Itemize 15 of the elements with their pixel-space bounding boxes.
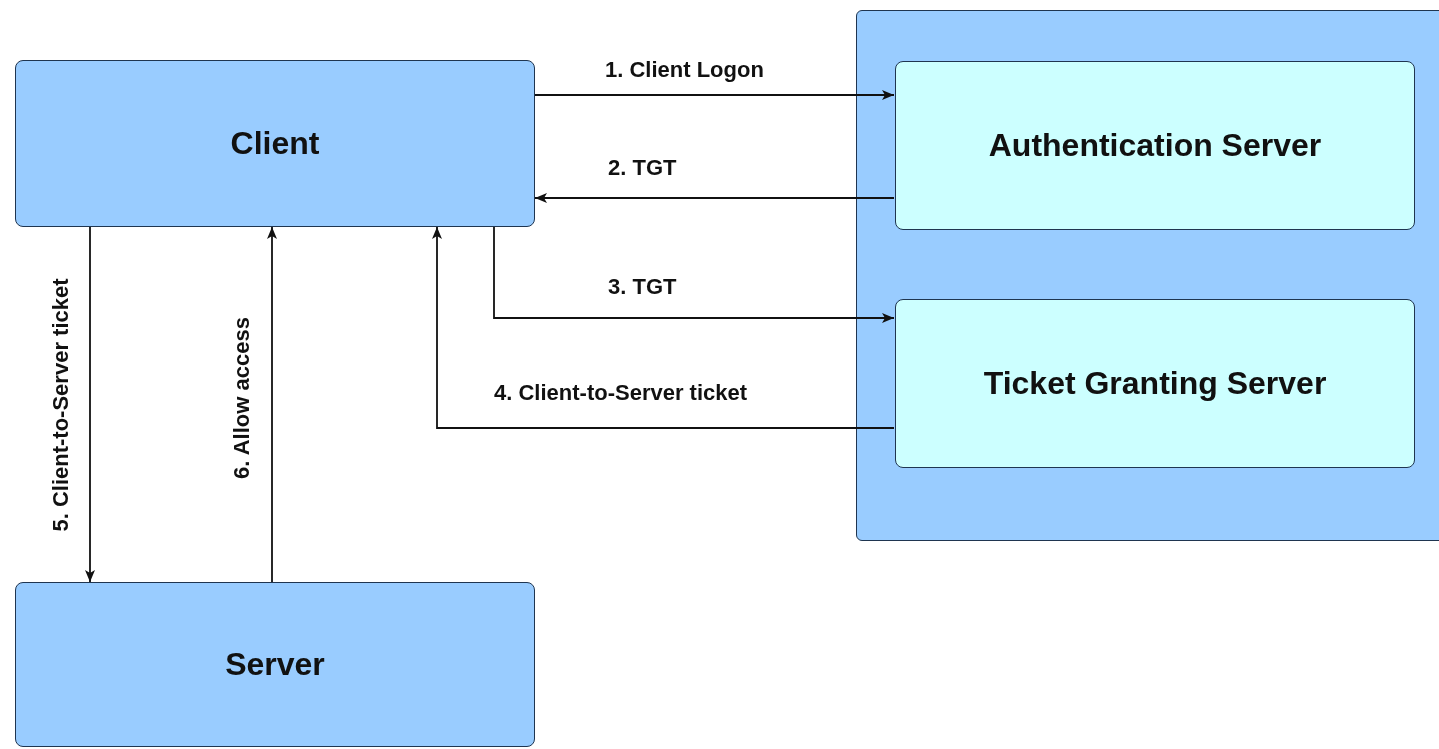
process-box [15, 60, 535, 227]
process-box [895, 299, 1415, 468]
arrow [534, 193, 895, 203]
arrow [534, 90, 895, 100]
node-label: Ticket Granting Server [983, 365, 1327, 402]
node-label: Client [230, 125, 320, 162]
arrow [432, 226, 895, 429]
group-container [856, 10, 1439, 541]
arrow [85, 226, 95, 583]
arrow [267, 226, 277, 583]
process-box [15, 582, 535, 747]
node-label: Server [225, 646, 325, 683]
node-label: Authentication Server [988, 127, 1322, 164]
arrow [493, 226, 895, 323]
process-box [895, 61, 1415, 230]
